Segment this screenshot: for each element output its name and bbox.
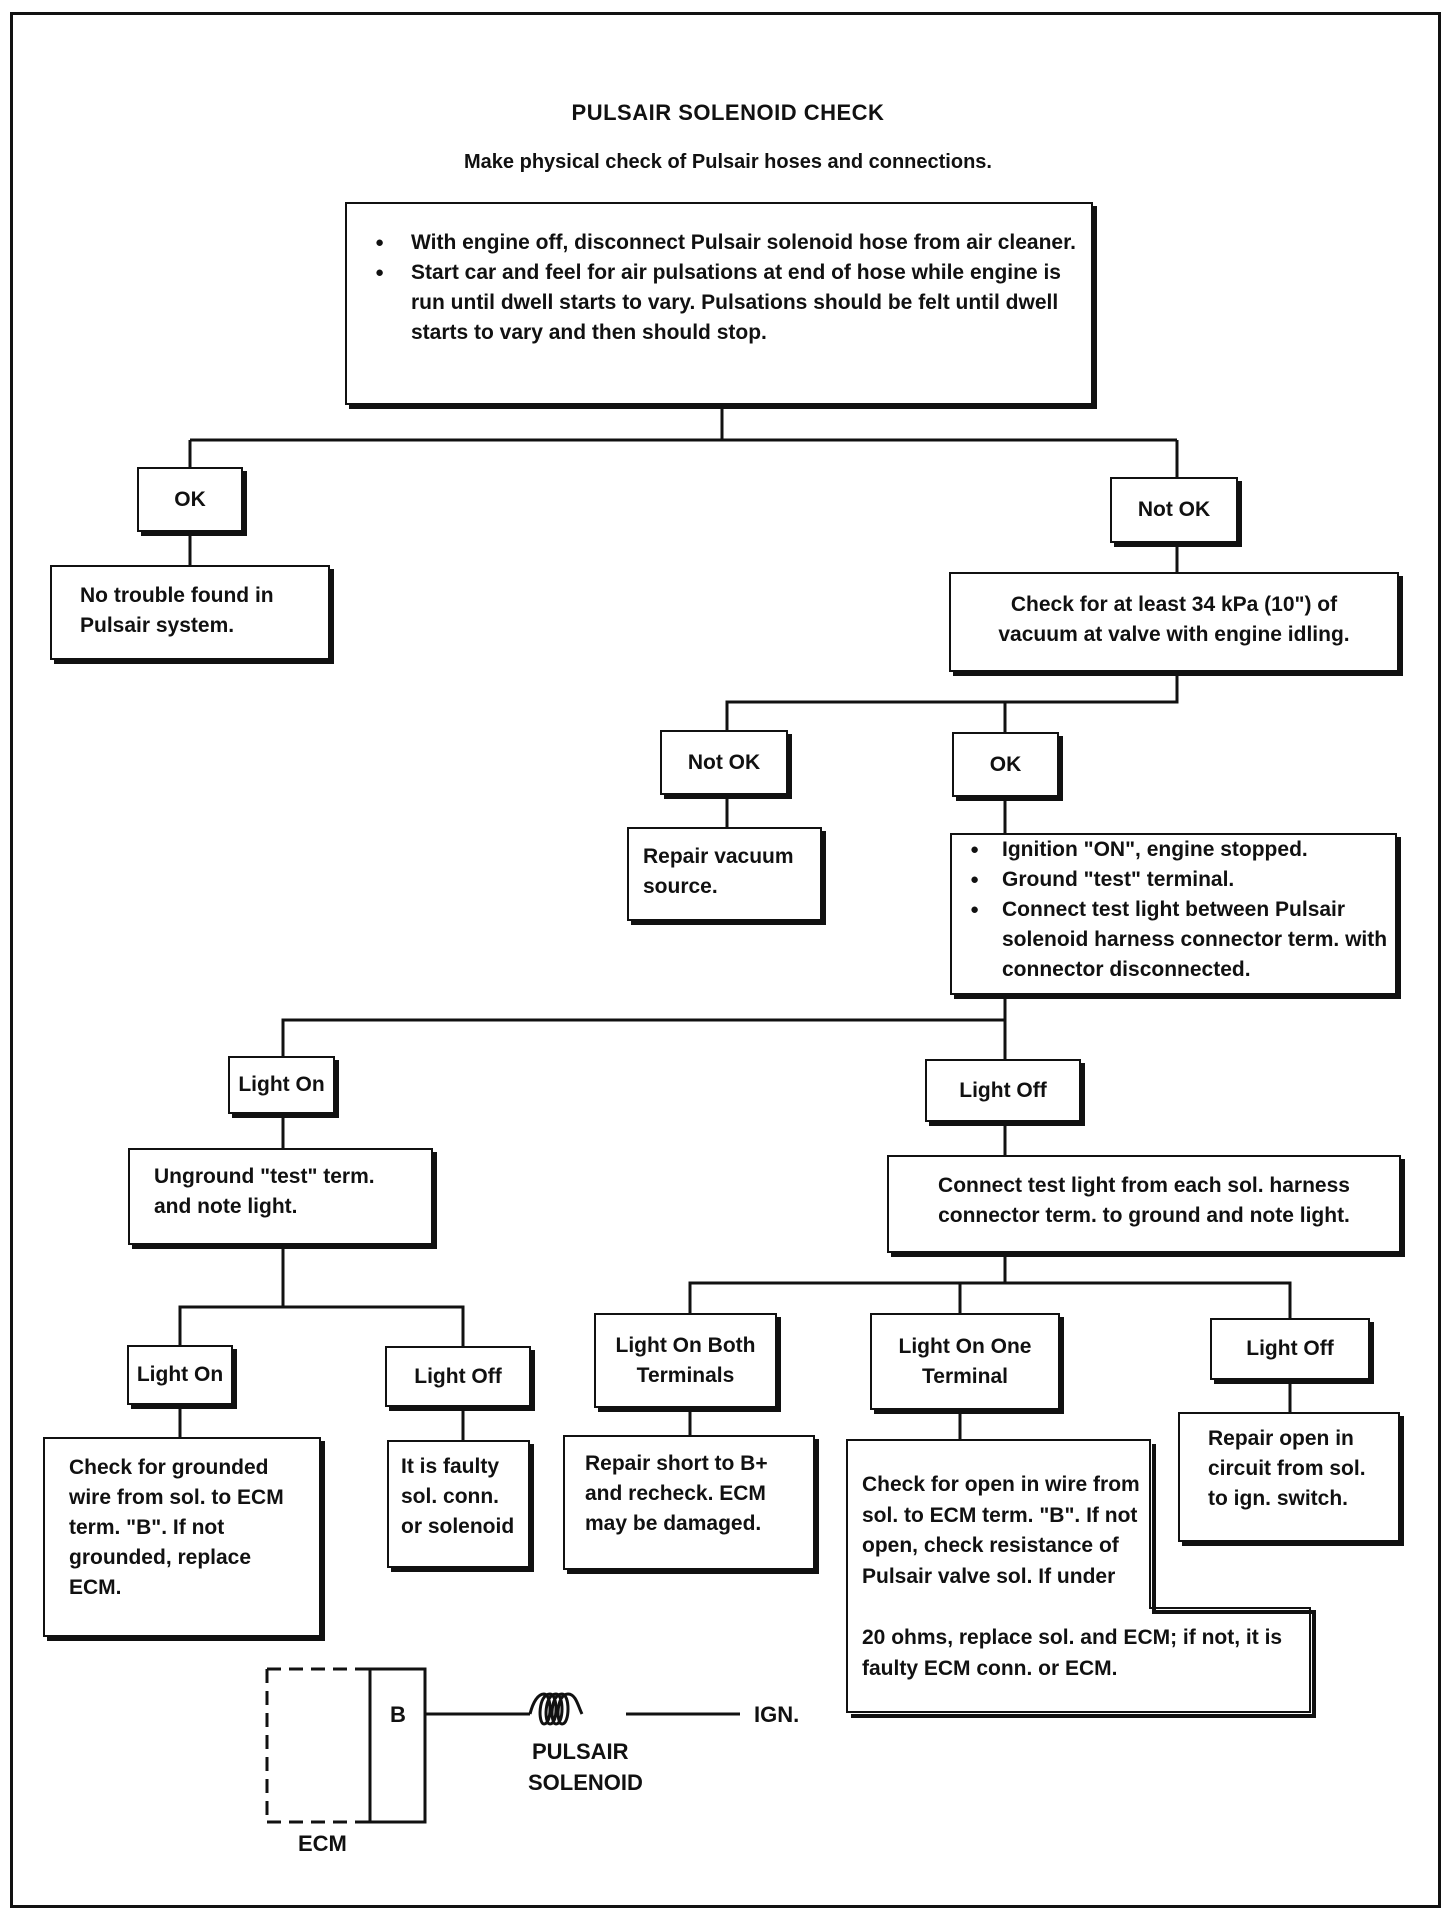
unground-box: Unground "test" term. and note light. [128,1148,433,1245]
not-ok-decision-2: Not OK [660,730,788,795]
faulty-connection-box: It is faulty sol. conn. or solenoid [387,1440,530,1568]
light-on-decision-1: Light On [228,1056,335,1114]
no-trouble-box: No trouble found in Pulsair system. [50,565,330,660]
connect-test-light-box: Connect test light from each sol. harnes… [887,1155,1401,1253]
light-off-decision-3: Light Off [1210,1318,1370,1380]
ignition-instruction-3: Connect test light between Pulsair solen… [958,895,1389,985]
start-instructions-box: With engine off, disconnect Pulsair sole… [345,202,1093,405]
circuit-diagram [265,1667,740,1824]
light-on-one-decision: Light On One Terminal [870,1313,1060,1410]
light-off-decision-1: Light Off [925,1059,1081,1122]
solenoid-label-line-1: PULSAIR [532,1739,629,1764]
page-subtitle: Make physical check of Pulsair hoses and… [464,151,992,173]
light-on-both-decision: Light On Both Terminals [594,1313,777,1408]
repair-vacuum-box: Repair vacuum source. [627,827,822,921]
check-grounded-box: Check for grounded wire from sol. to ECM… [43,1437,321,1637]
connector-vacuum-to-not-ok-2 [725,672,1179,730]
ecm-label: ECM [298,1831,347,1856]
start-instruction-2: Start car and feel for air pulsations at… [361,258,1077,348]
ign-label: IGN. [754,1702,800,1727]
light-on-decision-2: Light On [127,1345,233,1405]
repair-open-box: Repair open in circuit from sol. to ign.… [1178,1412,1400,1542]
solenoid-label-line-2: SOLENOID [528,1770,643,1795]
connector-unground-to-light-off-2 [283,1305,465,1346]
ignition-test-box: Ignition "ON", engine stopped. Ground "t… [950,833,1397,995]
vacuum-check-box: Check for at least 34 kPa (10") of vacuu… [949,572,1399,672]
ok-decision-1: OK [137,467,243,532]
ecm-terminal-block [368,1667,427,1824]
light-off-decision-2: Light Off [385,1346,531,1407]
ignition-instruction-1: Ignition "ON", engine stopped. [958,835,1389,865]
not-ok-decision-1: Not OK [1110,477,1238,543]
connector-to-light-on-both [688,1253,1007,1313]
page-title: PULSAIR SOLENOID CHECK [571,100,885,125]
connector-unground-to-light-on-2 [178,1245,285,1345]
check-open-text-2: 20 ohms, replace sol. and ECM; if not, i… [862,1626,1283,1680]
connector-ignition-to-light-on-1 [281,995,1007,1056]
start-instruction-1: With engine off, disconnect Pulsair sole… [361,228,1077,258]
solenoid-coil [528,1692,584,1726]
check-open-text-1: Check for open in wire from sol. to ECM … [862,1473,1140,1588]
connector-to-light-off-3 [1005,1281,1292,1318]
terminal-b-label: B [390,1702,406,1727]
ok-decision-2: OK [952,732,1059,797]
page-border [10,12,1441,1908]
repair-short-box: Repair short to B+ and recheck. ECM may … [563,1435,815,1570]
ignition-instruction-2: Ground "test" terminal. [958,865,1389,895]
